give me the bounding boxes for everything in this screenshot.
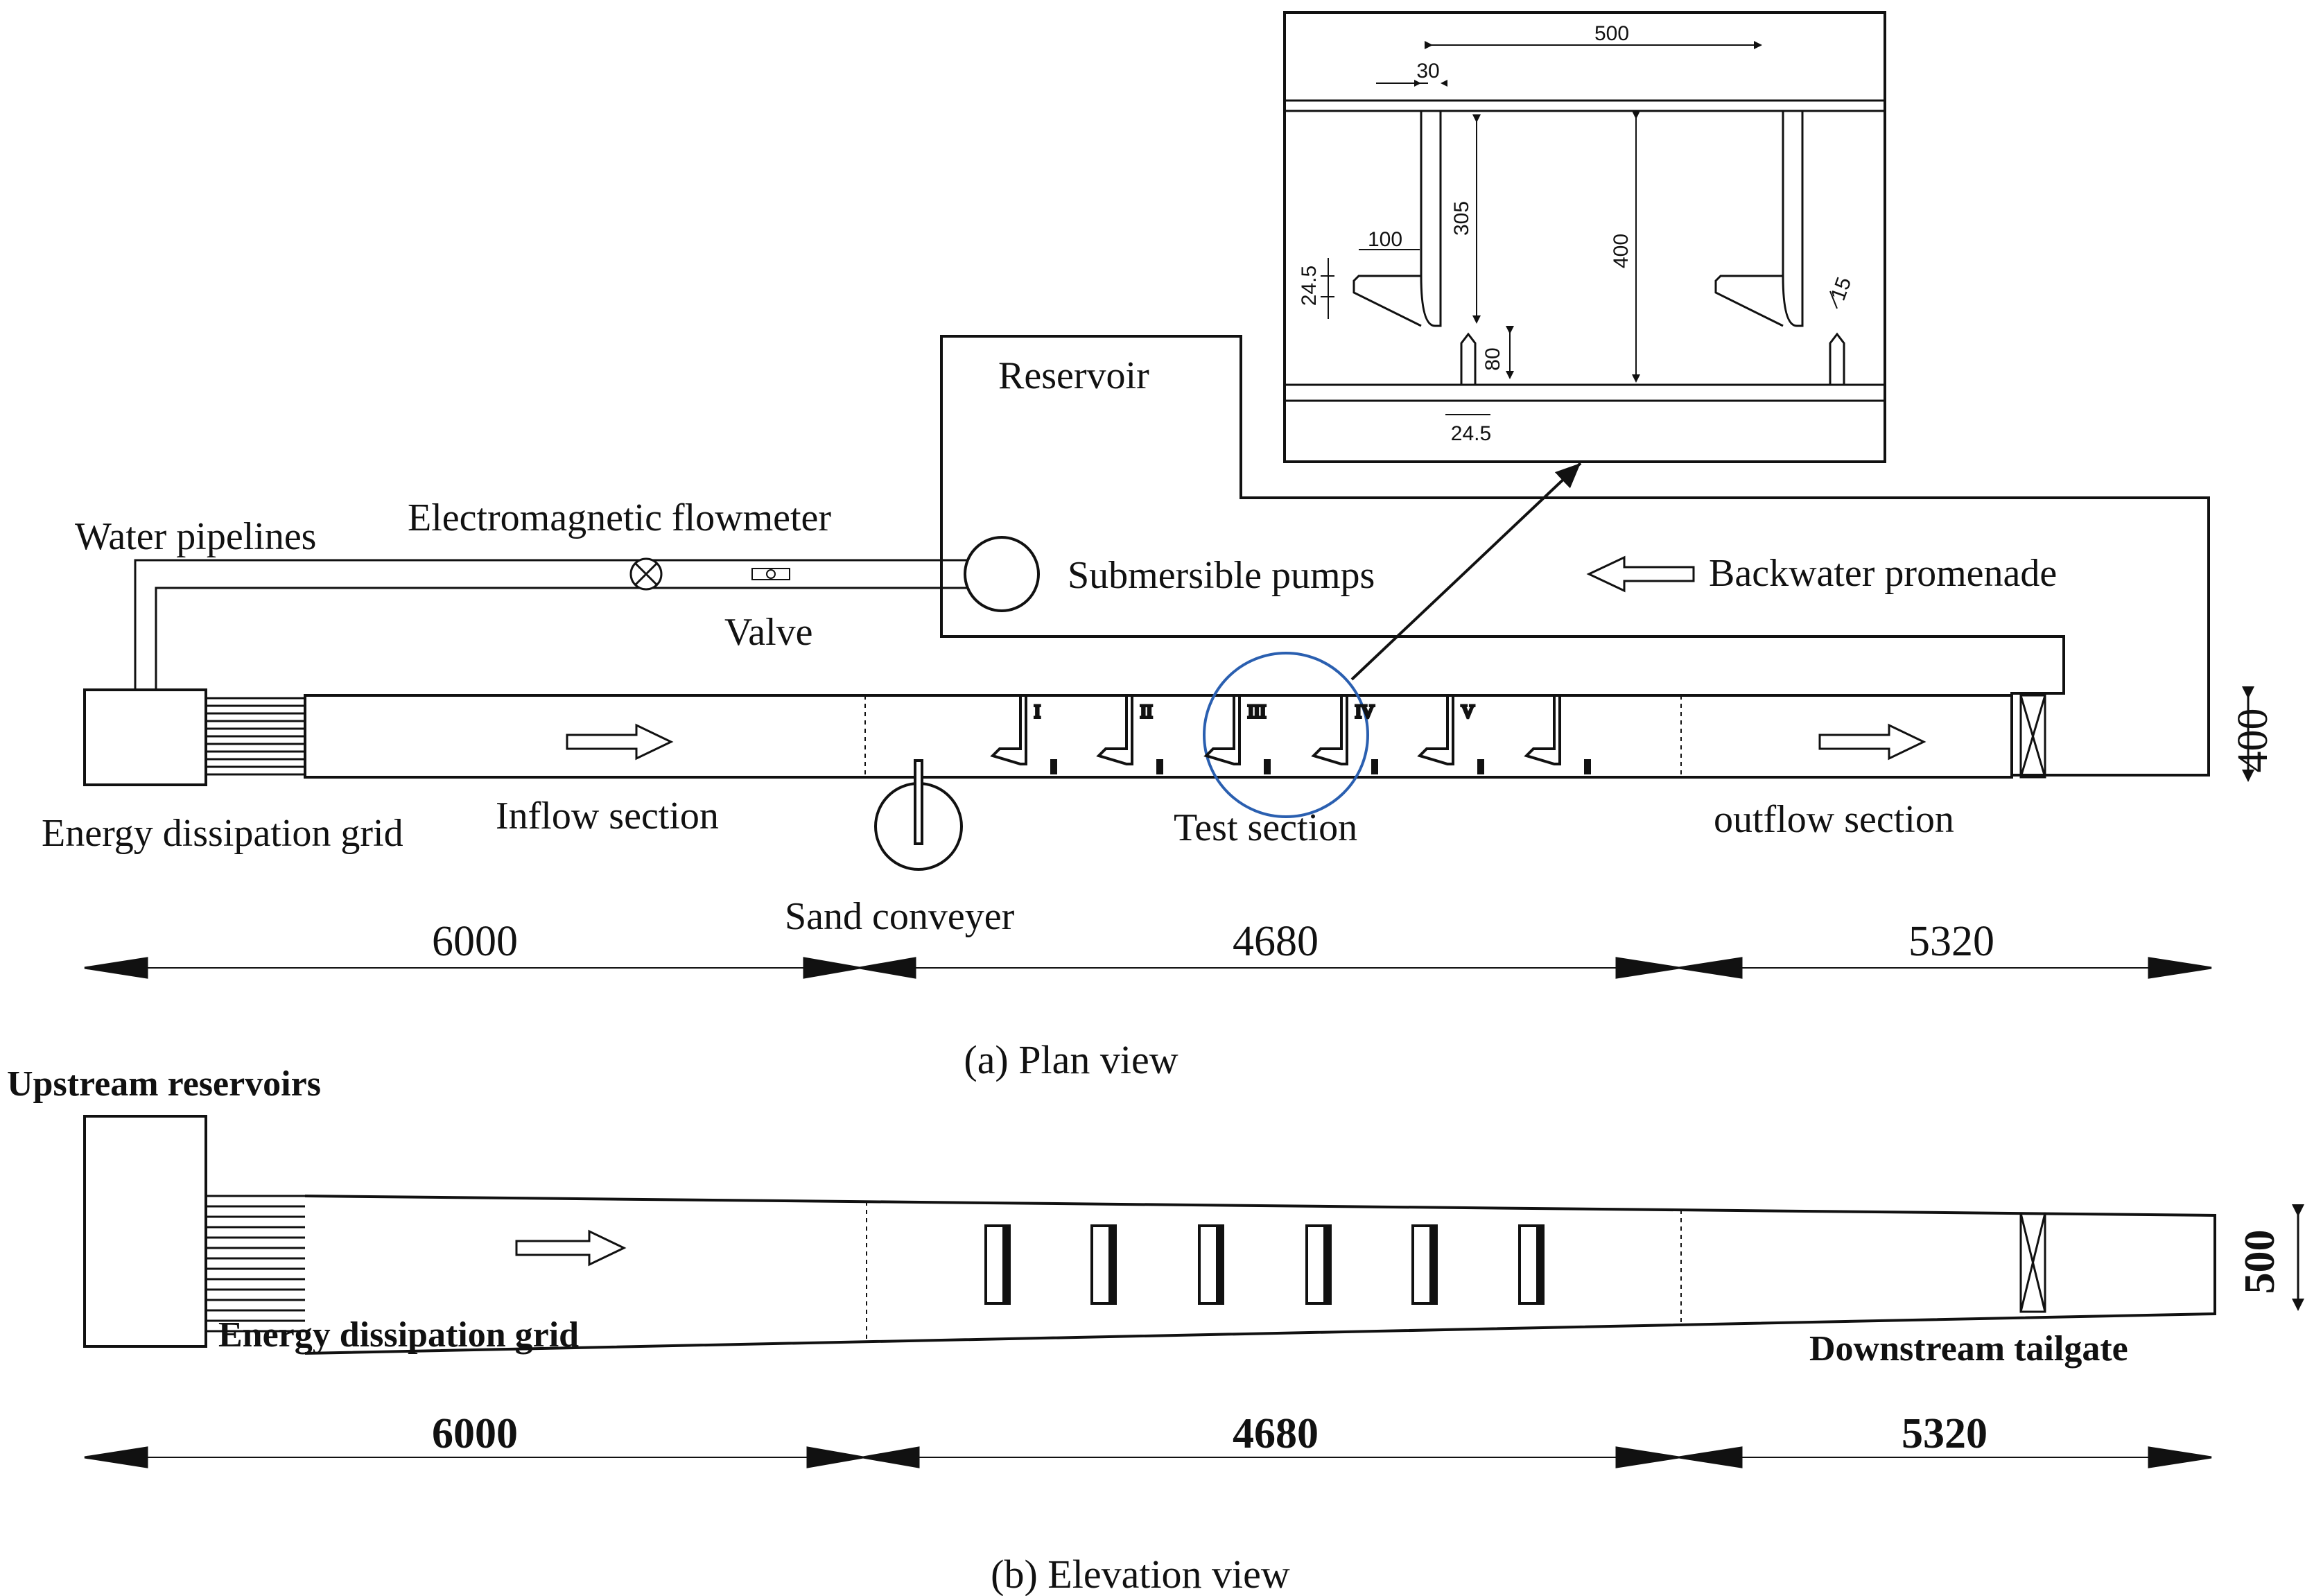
spur-dike-6 xyxy=(1524,695,1591,774)
inset-detail xyxy=(1283,11,1886,463)
plan-dimension-lines xyxy=(84,957,2212,979)
spur-label-5: V xyxy=(1461,702,1475,722)
elevation-tailgate-icon xyxy=(2019,1212,2046,1313)
elevation-spur-5 xyxy=(1411,1224,1438,1305)
inset-dim-305: 305 xyxy=(1450,201,1473,236)
plan-dim-inflow: 6000 xyxy=(432,918,518,965)
elevation-energy-grid xyxy=(206,1195,305,1333)
spur-dike-2 xyxy=(1096,695,1163,774)
reservoir-label: Reservoir xyxy=(998,354,1149,397)
plan-width-dim: 400 xyxy=(2229,709,2277,773)
test-section-label: Test section xyxy=(1174,806,1357,849)
backwater-label: Backwater promenade xyxy=(1709,552,2057,595)
inset-leader-arrow xyxy=(1350,462,1582,681)
elevation-energy-grid-label: Energy dissipation grid xyxy=(218,1315,579,1355)
elevation-spur-4 xyxy=(1305,1224,1332,1305)
inset-dim-500: 500 xyxy=(1594,22,1629,45)
elevation-spur-2 xyxy=(1090,1224,1117,1305)
spur-dike-5 xyxy=(1417,695,1484,774)
spur-dike-3 xyxy=(1203,695,1271,774)
plan-dim-outflow: 5320 xyxy=(1908,918,1994,965)
water-pipelines xyxy=(134,559,971,690)
upstream-reservoir-box xyxy=(83,1115,207,1348)
elevation-spur-1 xyxy=(984,1224,1011,1305)
spur-label-1: I xyxy=(1034,702,1041,722)
inset-dim-30: 30 xyxy=(1416,60,1439,83)
plan-labels: Reservoir Water pipelines Electromagneti… xyxy=(42,354,2277,1082)
elevation-labels: Upstream reservoirs Energy dissipation g… xyxy=(7,1064,2284,1596)
elev-dim-inflow: 6000 xyxy=(432,1410,518,1457)
sand-conveyer-label: Sand conveyer xyxy=(785,895,1015,938)
sand-conveyer-icon xyxy=(874,759,963,871)
plan-caption: (a) Plan view xyxy=(964,1037,1178,1082)
valve-label: Valve xyxy=(724,611,813,654)
inset-dim-80: 80 xyxy=(1481,347,1504,370)
water-pipelines-label: Water pipelines xyxy=(75,515,316,558)
backwater-arrow-icon xyxy=(1586,555,1695,593)
valve-icon xyxy=(751,568,790,580)
inset-labels: 500 30 305 100 400 24.5 80 24.5 15 xyxy=(1298,22,1856,445)
spur-label-3: III xyxy=(1248,702,1266,722)
plan-outflow-arrow-icon xyxy=(1818,723,1926,761)
inset-dim-24-5-b: 24.5 xyxy=(1451,422,1491,445)
spur-dike-1 xyxy=(990,695,1057,774)
elev-dim-outflow: 5320 xyxy=(1902,1410,1987,1457)
upstream-reservoirs-label: Upstream reservoirs xyxy=(7,1064,321,1104)
plan-inflow-arrow-icon xyxy=(566,723,674,761)
flowmeter-icon xyxy=(629,557,663,591)
elev-dim-test: 4680 xyxy=(1233,1410,1319,1457)
spur-dike-4 xyxy=(1311,695,1378,774)
inflow-section-label: Inflow section xyxy=(496,795,719,838)
elevation-view xyxy=(83,1115,2304,1355)
elevation-dimension-lines xyxy=(84,1446,2212,1468)
inset-dim-100: 100 xyxy=(1368,228,1402,251)
submersible-pump-icon xyxy=(964,536,1040,612)
elevation-flow-arrow-icon xyxy=(515,1229,627,1267)
elevation-caption: (b) Elevation view xyxy=(991,1552,1290,1596)
downstream-tailgate-label: Downstream tailgate xyxy=(1809,1329,2128,1369)
inset-spur-b xyxy=(1782,110,1804,327)
elevation-spur-dikes xyxy=(984,1224,1545,1305)
plan-view xyxy=(83,335,2254,871)
elevation-spur-6 xyxy=(1518,1224,1545,1305)
inset-dim-400: 400 xyxy=(1610,234,1633,268)
plan-upstream-box xyxy=(83,688,207,786)
highlight-circle xyxy=(1203,652,1369,818)
elevation-spur-3 xyxy=(1198,1224,1224,1305)
outflow-section-label: outflow section xyxy=(1714,798,1954,841)
plan-tailgate-icon xyxy=(2019,694,2046,779)
submersible-pumps-label: Submersible pumps xyxy=(1068,554,1375,597)
spur-label-2: II xyxy=(1140,702,1152,722)
inset-spur-a xyxy=(1420,110,1442,327)
inset-dim-15: 15 xyxy=(1827,274,1856,304)
plan-energy-grid-label: Energy dissipation grid xyxy=(42,812,403,855)
inset-dim-24-5-a: 24.5 xyxy=(1298,266,1321,306)
plan-energy-grid xyxy=(206,697,305,776)
flowmeter-label: Electromagnetic flowmeter xyxy=(408,496,831,539)
inset-frame xyxy=(1283,11,1886,463)
elevation-flume xyxy=(304,1195,2216,1355)
spur-label-4: IV xyxy=(1355,702,1375,722)
elevation-height-dim: 500 xyxy=(2236,1230,2284,1294)
plan-dim-test: 4680 xyxy=(1233,918,1319,965)
